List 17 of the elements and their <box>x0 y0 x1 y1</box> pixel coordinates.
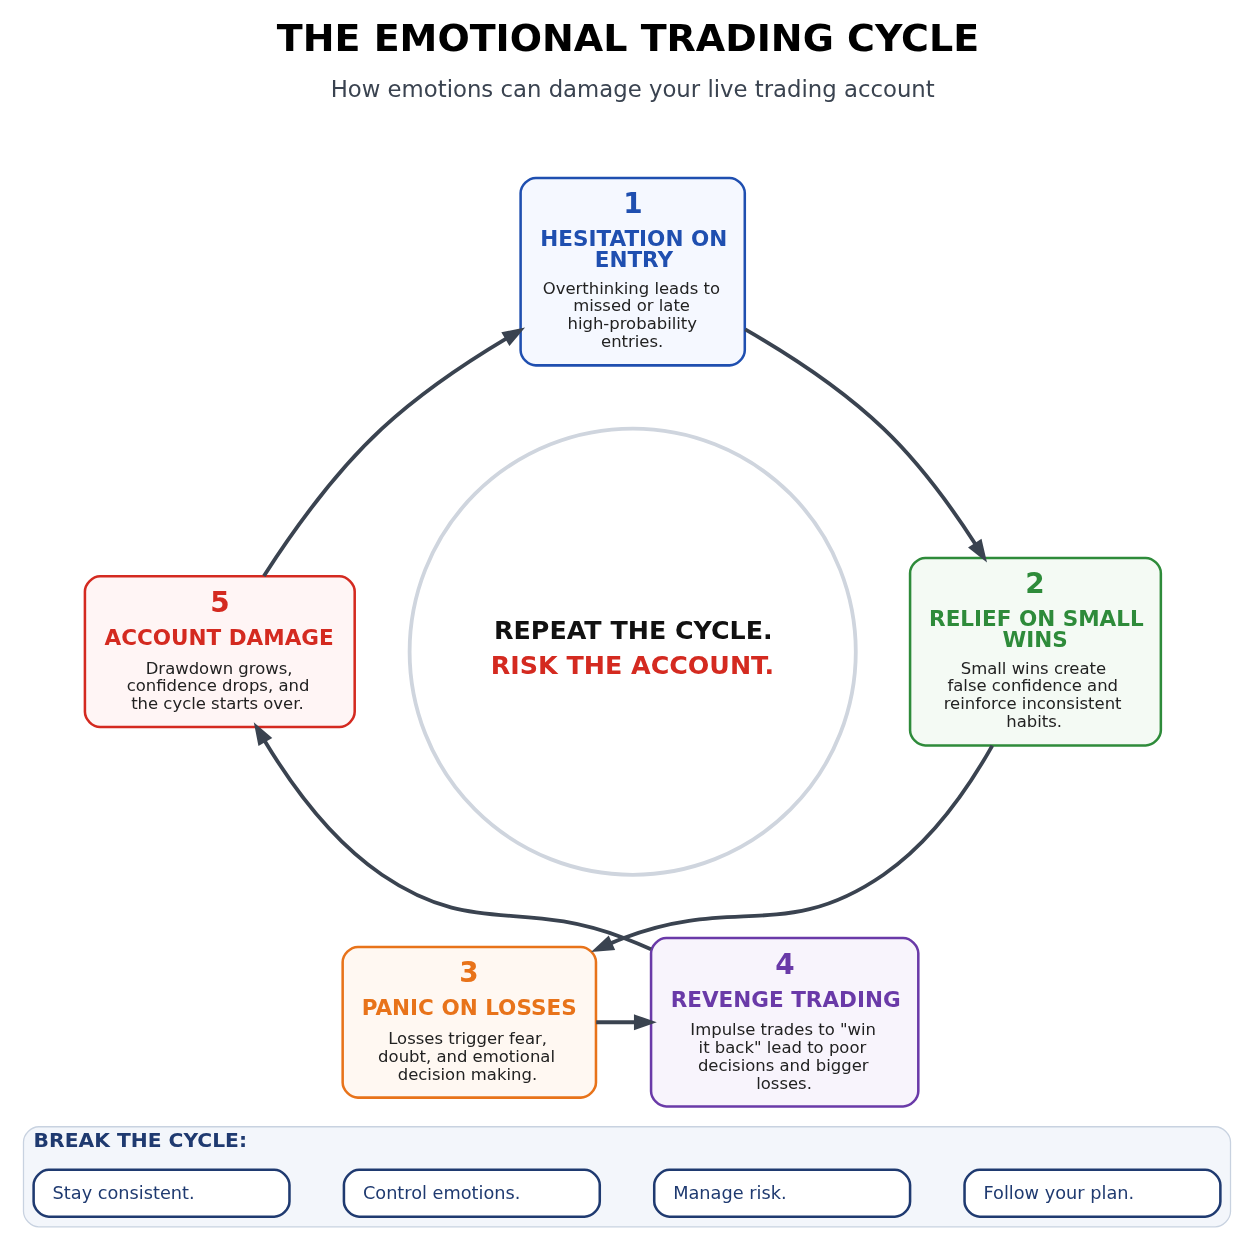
node-box: 4 REVENGE TRADING Impulse trades to "win it back" lead to poor decisions and bigger losses. <box>649 936 920 1108</box>
node-box: Stay consistent. <box>32 1168 291 1218</box>
node-box: Manage risk. <box>652 1168 912 1218</box>
arrow <box>596 1014 657 1031</box>
node-box: 5 ACCOUNT DAMAGE Drawdown grows, confidence drops, and the cycle starts over. <box>83 575 356 729</box>
node-box: 3 PANIC ON LOSSES Losses trigger fear, doubt, and emotional decision making. <box>341 945 598 1099</box>
node-box: Control emotions. <box>342 1168 602 1218</box>
arrow <box>744 327 987 563</box>
arrow <box>591 744 994 952</box>
arrow <box>262 327 526 577</box>
arrow <box>253 722 652 951</box>
node-circle: REPEAT THE CYCLE. RISK THE ACCOUNT. <box>407 426 858 877</box>
node-box: 2 RELIEF ON SMALL WINS Small wins create false confidence and reinforce inconsistent habits. <box>908 556 1163 747</box>
diagram-title: THE EMOTIONAL TRADING CYCLE <box>276 16 980 61</box>
label: How emotions can damage your live trading account <box>330 76 935 103</box>
node-box: Follow your plan. <box>963 1168 1222 1218</box>
node-box: 1 HESITATION ON ENTRY Overthinking leads to missed or late high-probability entries. <box>519 176 747 367</box>
